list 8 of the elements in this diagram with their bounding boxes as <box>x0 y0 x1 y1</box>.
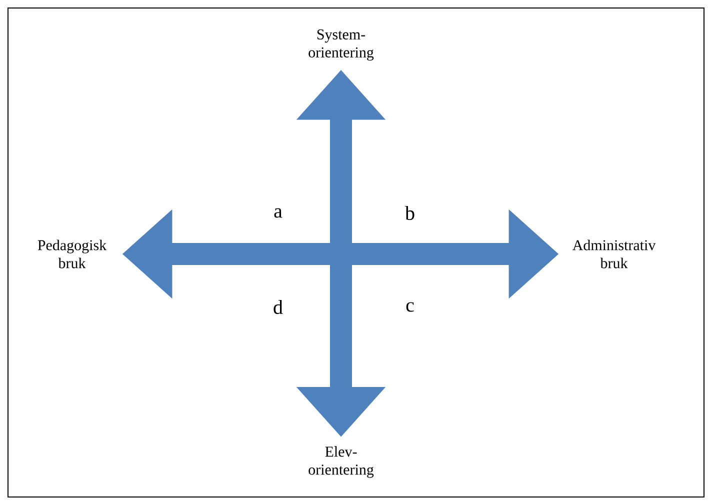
end-label: Administrativ bruk <box>572 240 656 268</box>
quadrant-letter: d <box>274 300 283 314</box>
end-label: Pedagogisk bruk <box>38 240 107 268</box>
end-label: Elev- orientering <box>308 446 374 478</box>
quadrant-letter: c <box>406 302 414 312</box>
quadrant-letter: a <box>274 208 282 218</box>
end-label: System- orientering <box>308 29 374 61</box>
quadrant-letter: b <box>405 206 414 220</box>
